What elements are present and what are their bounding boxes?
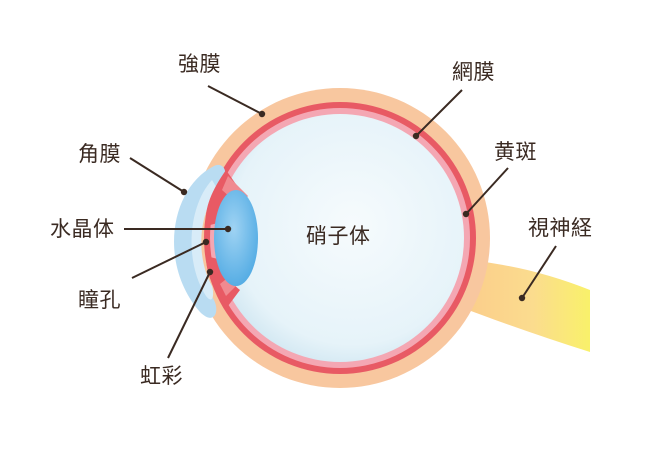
- leader-optic-nerve: [521, 245, 557, 299]
- endpoint-pupil: [202, 238, 210, 246]
- label-cornea: 角膜: [78, 142, 121, 166]
- leader-macula: [465, 167, 509, 215]
- label-lens: 水晶体: [50, 217, 115, 241]
- leader-sclera: [207, 85, 263, 115]
- endpoint-retina: [412, 132, 420, 140]
- vitreous-body: [216, 114, 464, 362]
- endpoint-macula: [462, 210, 470, 218]
- label-iris: 虹彩: [140, 364, 183, 388]
- label-macula: 黄斑: [494, 140, 537, 164]
- cornea: [174, 164, 226, 318]
- label-optic-nerve: 視神経: [528, 216, 593, 240]
- endpoint-optic-nerve: [518, 294, 526, 302]
- endpoint-iris: [206, 268, 214, 276]
- label-pupil: 瞳孔: [78, 288, 121, 312]
- endpoint-cornea: [180, 188, 188, 196]
- label-sclera: 強膜: [178, 52, 221, 76]
- endpoint-sclera: [258, 110, 266, 118]
- leader-cornea: [129, 157, 185, 193]
- leader-pupil: [131, 241, 207, 279]
- leader-retina: [415, 89, 463, 137]
- leader-lines: [124, 85, 557, 359]
- leader-iris: [167, 271, 211, 359]
- leader-endpoints: [180, 110, 526, 302]
- cornea-inner: [191, 180, 218, 300]
- lens: [214, 190, 258, 286]
- label-vitreous: 硝子体: [306, 224, 371, 248]
- label-retina: 網膜: [452, 60, 495, 84]
- iris-lower: [206, 256, 240, 306]
